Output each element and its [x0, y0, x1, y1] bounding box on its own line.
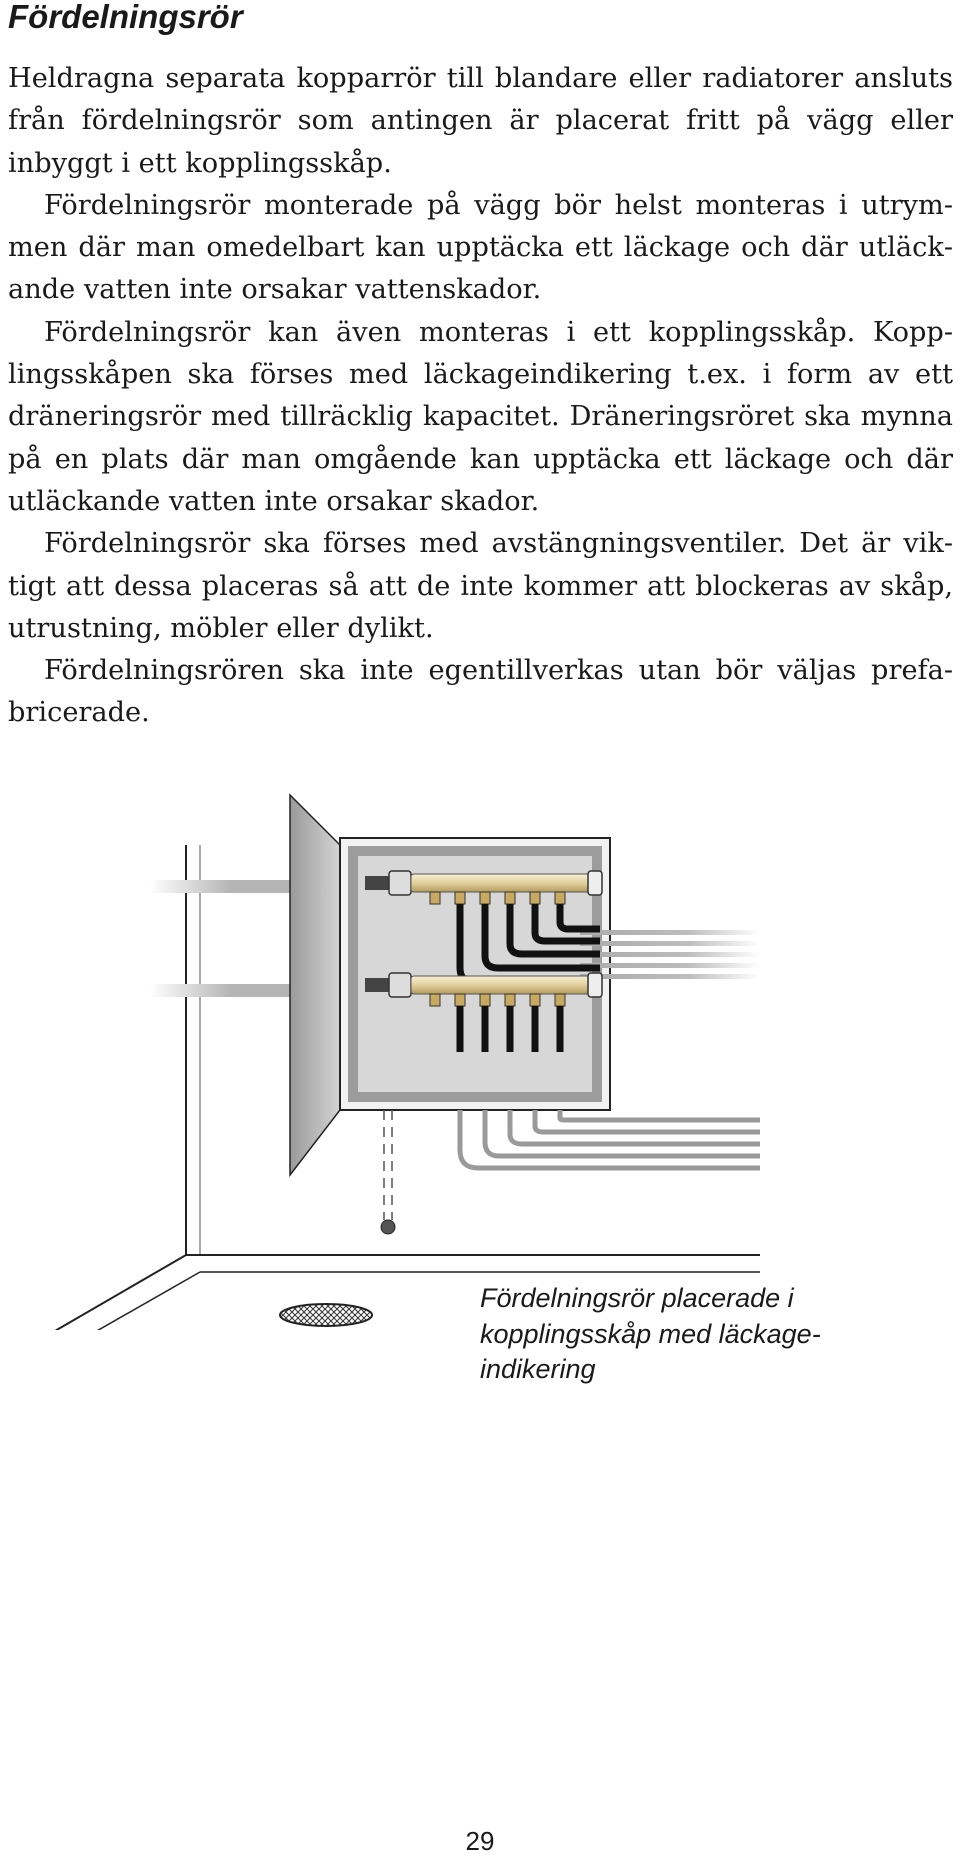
paragraph-5: Fördelningsrören ska inte egentillverkas…	[8, 655, 953, 729]
paragraph-4: Fördelningsrör ska förses med avstängnin…	[8, 528, 953, 644]
manifold-cabinet-illustration	[40, 790, 760, 1353]
paragraph-3: Fördelningsrör kan även monteras i ett k…	[8, 316, 953, 517]
page-number: 29	[465, 1826, 495, 1856]
body-text: Heldragna separata kopparrör till blanda…	[8, 58, 953, 735]
paragraph-1: Heldragna separata kopparrör till blanda…	[8, 63, 953, 179]
section-heading: Fördelningsrör	[8, 0, 243, 35]
paragraph-2: Fördelningsrör monterade på vägg bör hel…	[8, 189, 953, 306]
figure-caption: Fördelningsrör placerade i kopplingsskåp…	[480, 1283, 821, 1384]
